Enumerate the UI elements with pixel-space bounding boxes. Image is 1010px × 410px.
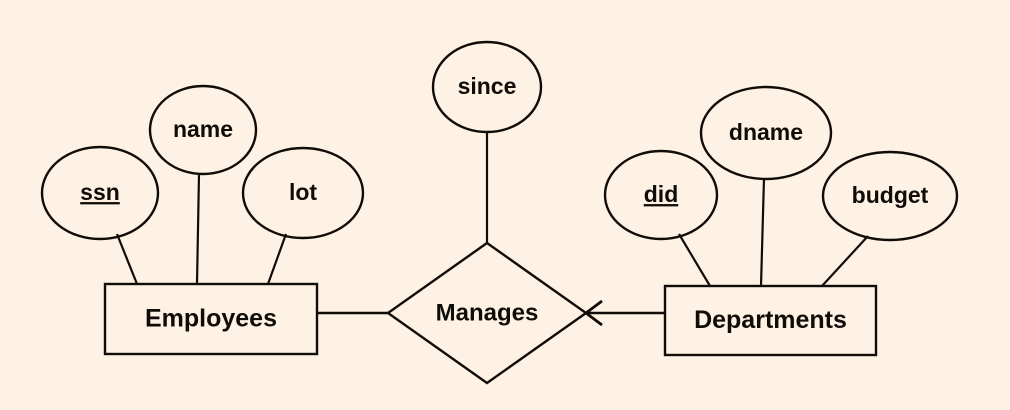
relationship-diamond-manages[interactable] — [385, 241, 589, 385]
attribute-ellipse-budget[interactable] — [821, 150, 959, 242]
entity-label-employees: Employees — [145, 305, 277, 333]
attribute-label-name: name — [173, 116, 233, 142]
attribute-ellipse-name[interactable] — [148, 84, 258, 176]
attribute-ellipse-dname[interactable] — [699, 85, 833, 181]
attribute-ellipse-did[interactable] — [603, 149, 719, 241]
connector-line-lot — [266, 233, 288, 285]
attribute-label-lot: lot — [289, 179, 317, 205]
attribute-ellipse-lot[interactable] — [241, 146, 365, 240]
connector-line-budget — [821, 235, 869, 287]
attribute-label-did: did — [644, 181, 679, 207]
connector-line-dname — [759, 177, 766, 287]
entity-box-employees[interactable] — [103, 282, 319, 356]
attribute-label-ssn: ssn — [80, 179, 120, 205]
attribute-since: since — [431, 40, 543, 243]
attribute-budget: budget — [821, 150, 959, 287]
attribute-label-since: since — [458, 73, 517, 99]
connector-line-name — [195, 173, 201, 285]
connector-line-did — [678, 233, 711, 287]
relationship-label-manages: Manages — [436, 299, 539, 326]
attribute-label-budget: budget — [852, 182, 929, 208]
attribute-did: did — [603, 149, 719, 287]
entity-label-departments: Departments — [694, 306, 847, 334]
attribute-ellipse-ssn[interactable] — [40, 145, 160, 241]
attribute-lot: lot — [241, 146, 365, 285]
attribute-name: name — [148, 84, 258, 285]
attribute-label-dname: dname — [729, 119, 803, 145]
attribute-ellipse-since[interactable] — [431, 40, 543, 134]
attribute-dname: dname — [699, 85, 833, 287]
entity-box-departments[interactable] — [663, 284, 878, 357]
connector-line-ssn — [115, 233, 139, 285]
attribute-ssn: ssn — [40, 145, 160, 285]
